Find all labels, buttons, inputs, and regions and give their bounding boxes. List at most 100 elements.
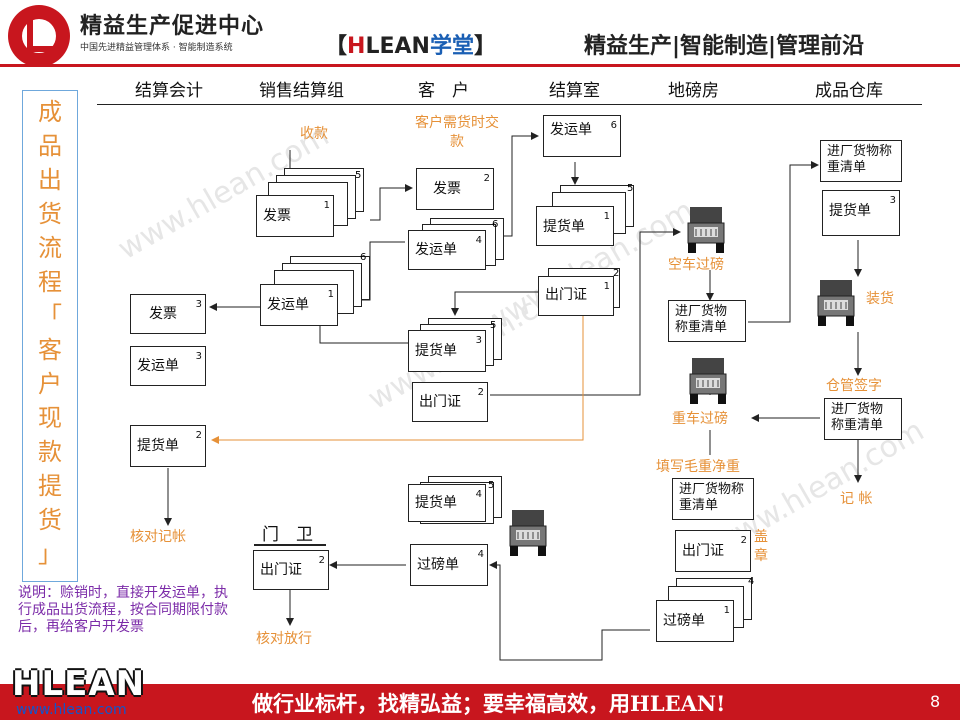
doc-copy-number: 3	[475, 335, 482, 346]
page-footer: 做行业标杆，找精弘益；要幸福高效，用HLEAN! 8	[0, 684, 960, 720]
connector-line	[490, 228, 681, 396]
connector-line	[370, 184, 413, 221]
doc-copy-number: 2	[195, 430, 202, 441]
doc-label: 发运单	[550, 122, 592, 138]
org-subtitle: 中国先进精益管理体系 · 智能制造系统	[80, 43, 233, 53]
annotation-empty-weigh: 空车过磅	[668, 257, 724, 273]
annotation-verify-bookkeep: 核对记帐	[130, 529, 186, 545]
doc-label: 提货单	[829, 203, 871, 219]
side-title-box: 成品出货流程「客户现款提货」	[22, 90, 78, 582]
doc-fayun-sales: 发运单 1	[260, 284, 338, 326]
doc-copy-number: 3	[195, 299, 202, 310]
doc-label: 出门证	[545, 287, 587, 303]
column-header-accountant: 结算会计	[135, 81, 203, 101]
doc-label: 发运单	[415, 242, 457, 258]
side-title-char: 提	[38, 472, 62, 500]
annotation-verify-release: 核对放行	[256, 631, 312, 647]
truck-icon	[509, 510, 547, 556]
doc-copy-number-back: 5	[488, 480, 495, 491]
org-name: 精益生产促进中心	[80, 14, 265, 39]
doc-label: 出门证	[260, 562, 302, 578]
connector-line	[500, 132, 539, 237]
footer-motto: 做行业标杆，找精弘益；要幸福高效，用HLEAN!	[252, 691, 726, 716]
doc-fayun-room: 发运单 6	[543, 115, 621, 157]
doc-copy-number: 1	[323, 200, 330, 211]
annotation-stamp: 盖章	[754, 529, 768, 564]
doc-jinchang-scale-2: 进厂货物称重清单	[672, 478, 754, 520]
brand-h: H	[347, 34, 366, 59]
doc-label: 提货单	[543, 219, 585, 235]
truck-icon	[817, 280, 855, 326]
doc-label: 发票	[263, 208, 291, 224]
doc-chumen-scale: 出门证 2	[675, 530, 751, 572]
doc-label: 过磅单	[417, 557, 459, 573]
footer-logo: HLEAN	[12, 664, 146, 704]
doc-copy-number: 6	[610, 120, 617, 131]
side-title-char: 客	[38, 336, 62, 364]
annotation-customer-pays: 客户需货时交款	[415, 115, 499, 150]
connector-line-orange	[211, 300, 584, 444]
annotation-warehouse-sign: 仓管签字	[826, 378, 882, 394]
doc-guobang-scale: 过磅单 1	[656, 600, 734, 642]
doc-copy-number-back: 5	[355, 170, 362, 181]
annotation-loading: 装货	[866, 291, 894, 307]
truck-icon	[689, 358, 727, 404]
doc-tihuo-customer-2: 提货单 4	[408, 484, 486, 522]
doc-tihuo-customer: 提货单 3	[408, 330, 486, 372]
doc-fapiao-customer: 发票 2	[416, 168, 494, 210]
connector-line	[489, 561, 650, 661]
doc-label: 进厂货物称重清单	[827, 144, 893, 175]
side-title-char: 程	[38, 268, 62, 296]
annotation-bookkeep: 记 帐	[840, 491, 873, 507]
doc-copy-number: 1	[603, 281, 610, 292]
side-title-char: 流	[38, 234, 62, 262]
gate-guard-label: 门 卫	[262, 525, 313, 545]
doc-copy-number-back: 5	[490, 320, 497, 331]
doc-copy-number: 1	[603, 211, 610, 222]
doc-label: 发运单	[267, 297, 309, 313]
column-header-sales-settlement: 销售结算组	[259, 81, 344, 101]
doc-copy-number: 1	[327, 289, 334, 300]
doc-tihuo-accountant: 提货单 2	[130, 425, 206, 467]
doc-copy-number: 4	[475, 235, 482, 246]
connector-line	[748, 161, 819, 323]
doc-tihuo-warehouse: 提货单 3	[822, 190, 900, 236]
connector-line	[360, 241, 405, 301]
header-divider	[0, 64, 960, 67]
doc-label: 出门证	[419, 394, 461, 410]
side-title-char: 货	[38, 200, 62, 228]
side-title-char: 出	[38, 166, 62, 194]
side-title-char: 品	[38, 132, 62, 160]
doc-jinchang-warehouse-2: 进厂货物称重清单	[824, 398, 902, 440]
brand-close: 】	[473, 34, 496, 59]
doc-fapiao-sales: 发票 1	[256, 195, 334, 237]
doc-label: 过磅单	[663, 613, 705, 629]
doc-label: 进厂货物称重清单	[831, 402, 884, 433]
doc-copy-number: 1	[723, 605, 730, 616]
side-title-char: 款	[38, 438, 62, 466]
doc-chumen-customer: 出门证 2	[412, 382, 488, 422]
doc-copy-number-back: 6	[492, 219, 499, 230]
connector-line	[451, 291, 538, 316]
side-title-char: 货	[38, 506, 62, 534]
brand-open: 【	[325, 34, 348, 59]
doc-copy-number: 2	[318, 555, 325, 566]
doc-chumen-room: 出门证 1	[538, 276, 614, 316]
doc-copy-number: 2	[740, 535, 747, 546]
column-header-warehouse: 成品仓库	[815, 81, 883, 101]
footer-url[interactable]: www.hlean.com	[16, 702, 127, 718]
doc-copy-number: 3	[889, 195, 896, 206]
doc-label: 提货单	[137, 438, 179, 454]
doc-label: 进厂货物称重清单	[675, 304, 728, 335]
doc-copy-number-back: 6	[360, 252, 367, 263]
annotation-loaded-weigh: 重车过磅	[672, 411, 728, 427]
column-header-underline	[97, 104, 922, 105]
page-number: 8	[930, 692, 941, 711]
brand-xuetang: 学堂	[429, 34, 474, 59]
doc-copy-number: 4	[475, 489, 482, 500]
doc-label: 进厂货物称重清单	[679, 482, 745, 513]
connector-line	[319, 320, 408, 344]
header-slogan: 精益生产|智能制造|管理前沿	[584, 34, 865, 59]
doc-label: 发票	[433, 181, 461, 197]
